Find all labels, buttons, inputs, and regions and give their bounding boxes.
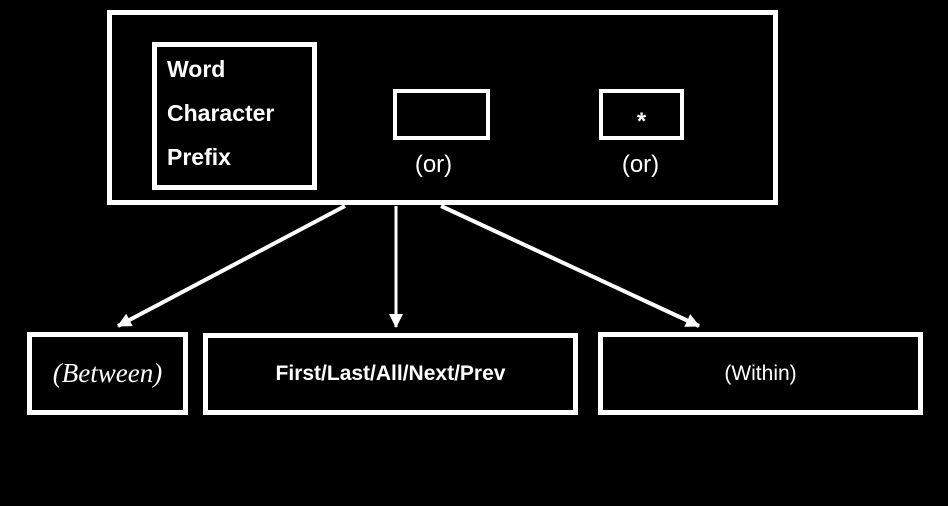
arrow-to-within <box>440 204 700 328</box>
empty-option-box <box>393 89 490 140</box>
word-character-prefix-box: Word Character Prefix <box>152 42 317 190</box>
type-option-word: Word <box>167 56 226 82</box>
star-option-box: * <box>599 89 684 140</box>
within-box: (Within) <box>598 332 923 415</box>
between-box: (Between) <box>27 332 188 415</box>
or-label-left: (or) <box>414 151 453 178</box>
type-option-character: Character <box>167 100 275 126</box>
asterisk-glyph: * <box>636 108 647 135</box>
arrow-to-between <box>117 204 346 328</box>
or-label-right: (or) <box>621 151 660 178</box>
first-last-all-next-prev-box: First/Last/All/Next/Prev <box>203 333 578 415</box>
type-option-prefix: Prefix <box>167 144 231 170</box>
